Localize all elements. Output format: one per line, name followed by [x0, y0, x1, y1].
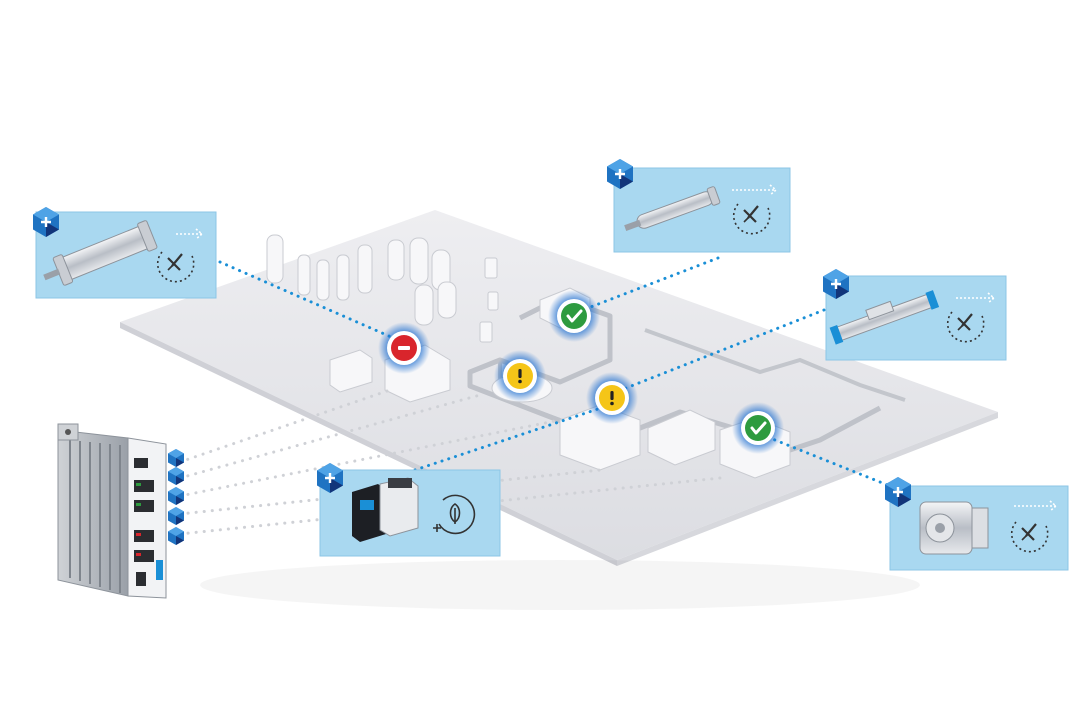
hexagon-plus-icon — [607, 159, 633, 189]
status-marker-ok-right[interactable] — [732, 402, 784, 454]
wrench-service-icon — [156, 228, 204, 283]
check-icon — [750, 421, 767, 435]
brand-badges — [33, 159, 911, 507]
status-marker-ok-top[interactable] — [548, 290, 600, 342]
check-icon — [566, 309, 583, 323]
controller-port-badges — [168, 449, 184, 545]
filling-machine — [329, 344, 451, 403]
hexagon-plus-icon — [33, 207, 59, 237]
status-marker-warning-right[interactable] — [586, 372, 638, 424]
component-round-cylinder[interactable] — [35, 211, 217, 299]
edge-controller-device[interactable] — [57, 423, 184, 599]
status-marker-warning-left[interactable] — [494, 350, 546, 402]
exclamation-icon — [518, 369, 522, 384]
storage-tanks — [266, 234, 499, 343]
hexagon-plus-icon — [885, 477, 911, 507]
component-linear-drive[interactable] — [825, 275, 1007, 361]
linear-drive-image — [829, 290, 940, 345]
compact-cylinder-image — [919, 501, 989, 555]
hexagon-plus-icon — [317, 463, 343, 493]
component-links — [218, 256, 902, 492]
minus-icon — [398, 346, 410, 350]
component-mini-cylinder[interactable] — [613, 167, 791, 253]
controller-ports — [134, 458, 163, 586]
plug-leaf-energy-icon — [433, 494, 476, 535]
wrench-service-icon — [946, 292, 996, 343]
exclamation-icon — [610, 391, 614, 406]
status-marker-error[interactable] — [378, 322, 430, 374]
factory-floor — [120, 210, 998, 610]
component-power-supply[interactable] — [319, 469, 501, 557]
cylinder-image — [624, 186, 721, 231]
cylinder-image — [43, 220, 158, 286]
wrench-service-icon — [732, 184, 778, 235]
component-compact-cylinder[interactable] — [889, 485, 1069, 571]
wrench-service-icon — [1010, 500, 1058, 553]
power-supply-image — [352, 477, 419, 542]
hexagon-plus-icon — [823, 269, 849, 299]
